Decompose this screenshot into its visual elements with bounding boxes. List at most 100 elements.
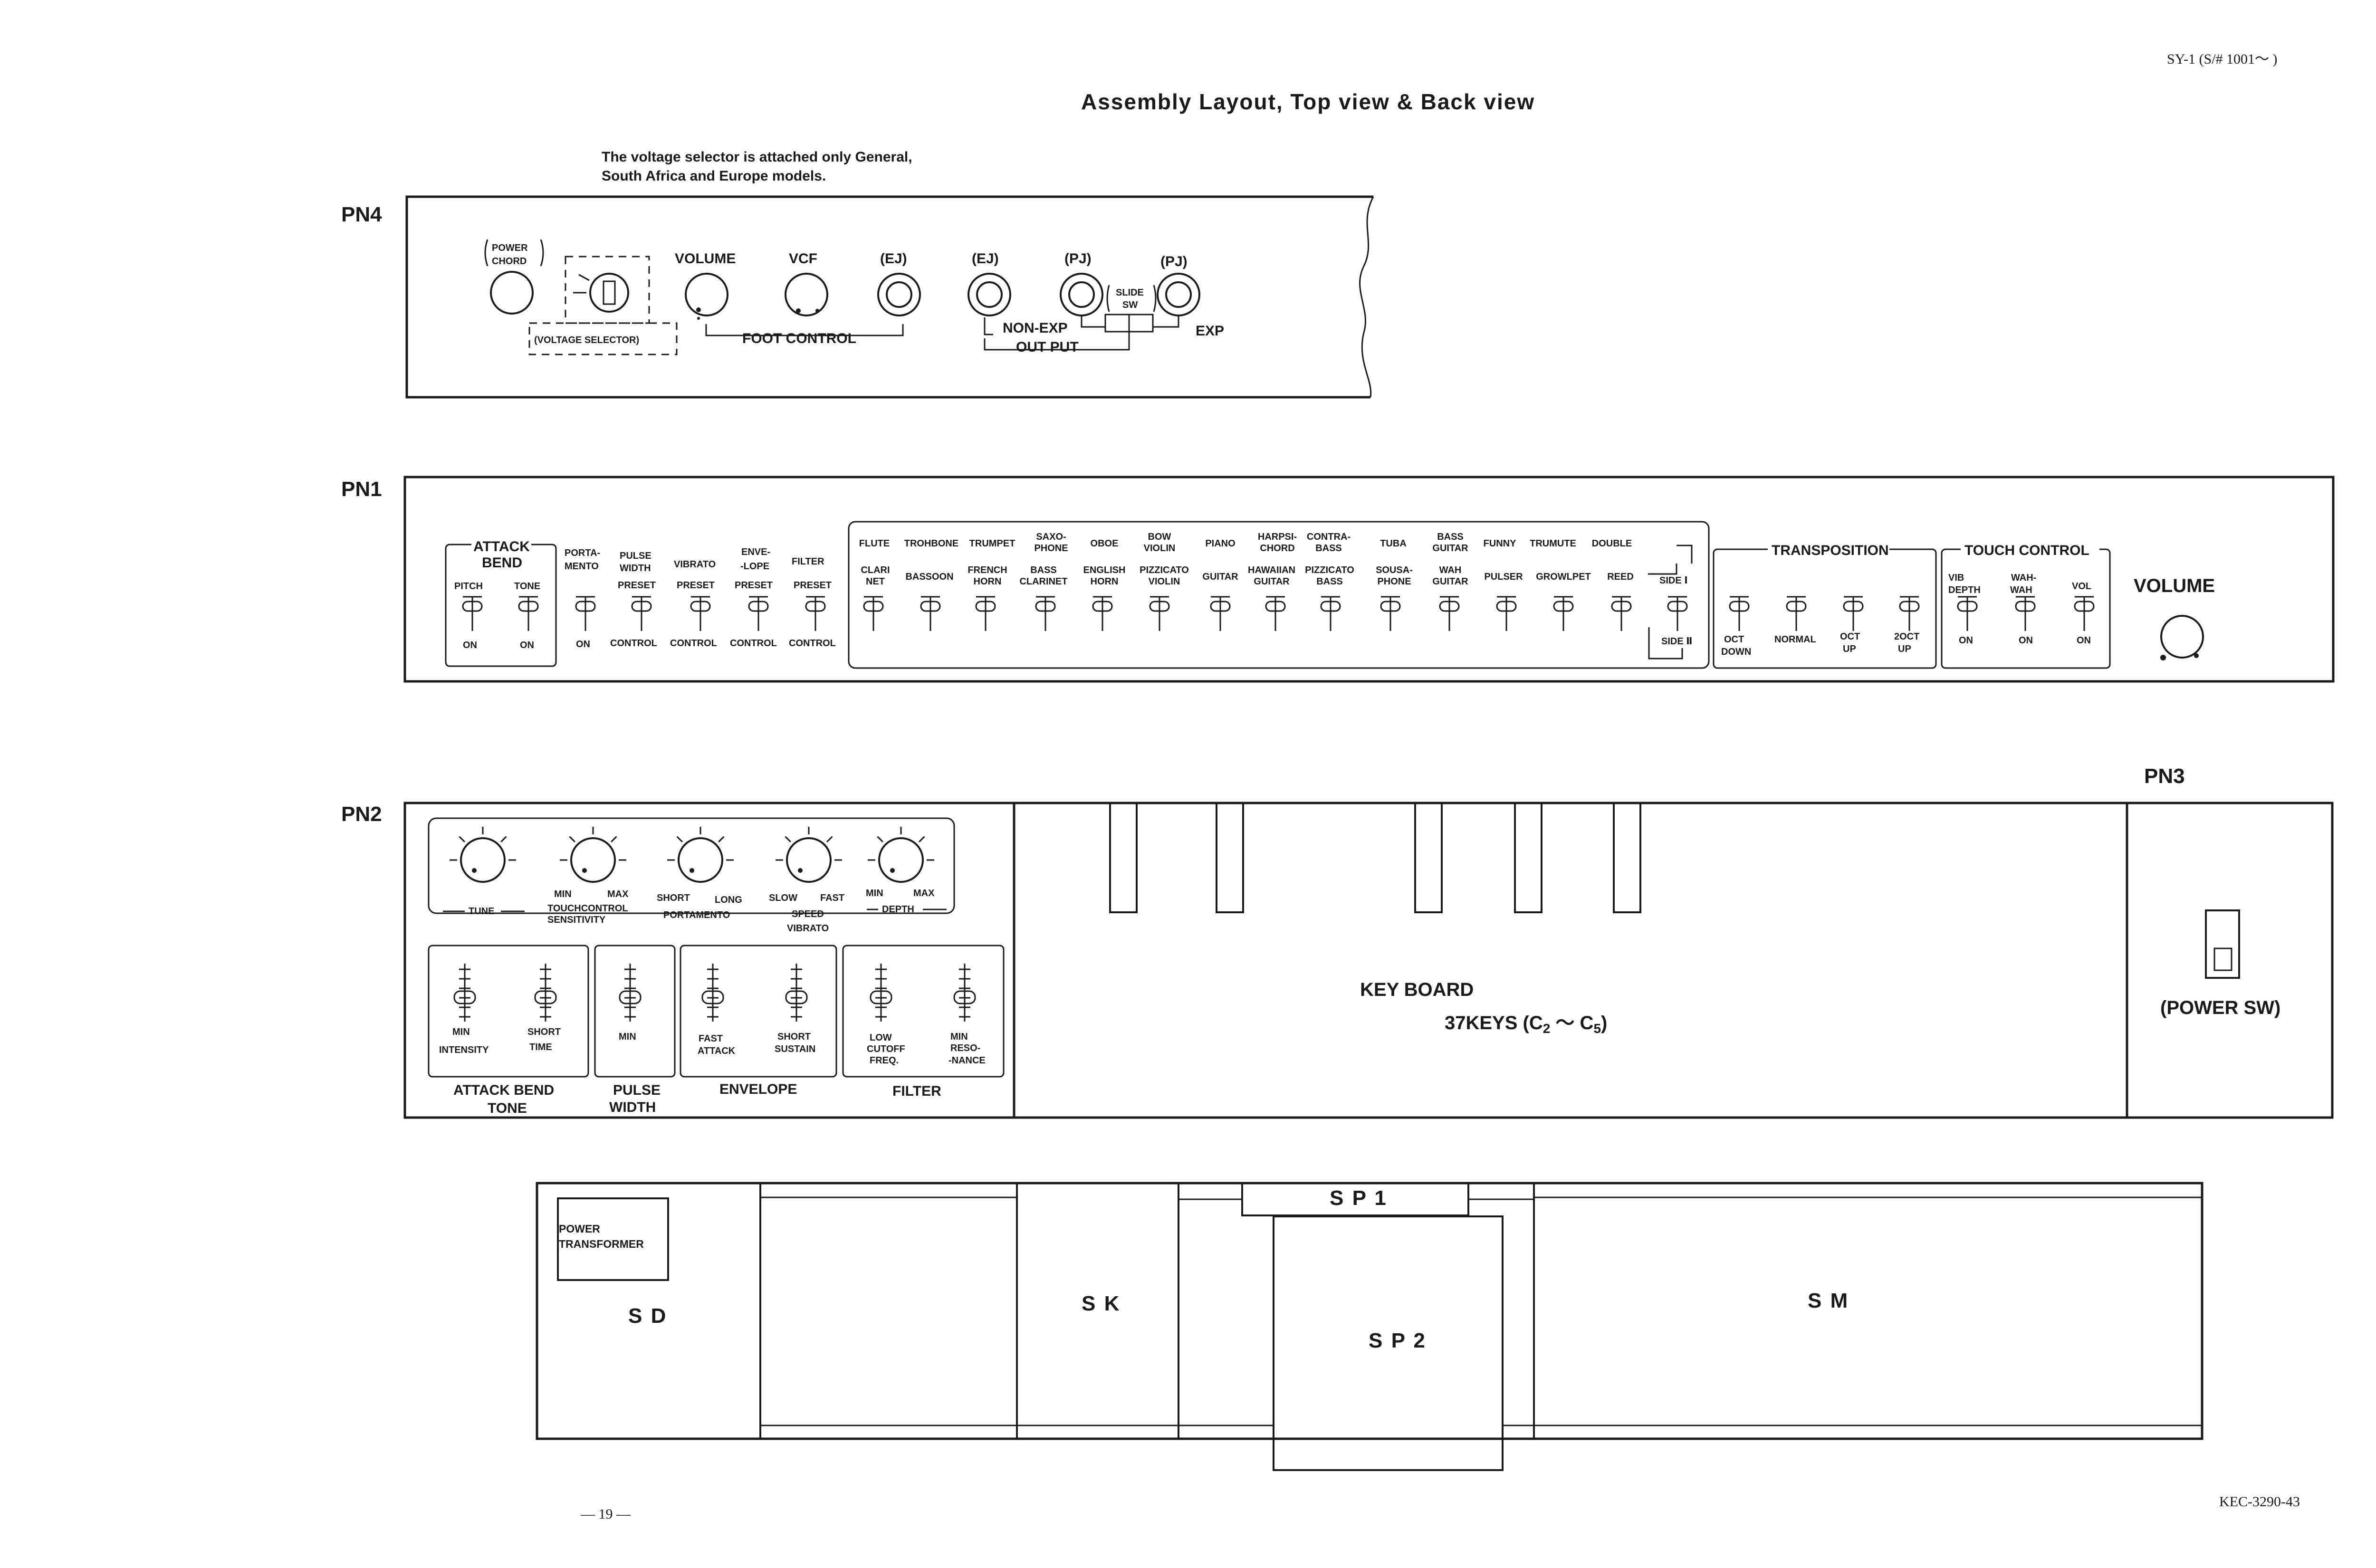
- voice-top-label-1: TROHBONE: [904, 538, 958, 549]
- pn2-slider-6[interactable]: [953, 964, 976, 1022]
- voice-bottom-label-9-line-2: PHONE: [1377, 576, 1411, 587]
- voice-top-label-10-line-1: BASS: [1437, 532, 1464, 542]
- toggle-switch-19[interactable]: [1553, 596, 1574, 631]
- width-bottom-label: WIDTH: [609, 1100, 656, 1115]
- toggle-switch-12[interactable]: [1149, 596, 1170, 631]
- pn2-slider-5[interactable]: [870, 964, 892, 1022]
- voice-bottom-label-5-line-1: PIZZICATO: [1140, 565, 1189, 575]
- touch-control-label: TOUCH CONTROL: [1964, 543, 2089, 558]
- vol-label: VOL: [2072, 581, 2091, 592]
- toggle-switch-9[interactable]: [975, 596, 996, 631]
- pn2-knob-0[interactable]: [450, 827, 516, 883]
- toggle-switch-24[interactable]: [1843, 596, 1864, 631]
- sp2-label: S P 2: [1369, 1329, 1427, 1352]
- voltage-selector-outline: [565, 256, 650, 324]
- voice-bottom-label-7-line-1: HAWAIIAN: [1248, 565, 1295, 575]
- voice-bottom-label-8-line-1: PIZZICATO: [1305, 565, 1354, 575]
- pn2-slider-2[interactable]: [619, 964, 642, 1022]
- toggle-switch-26[interactable]: [1957, 596, 1978, 631]
- voice-bottom-label-10-line-1: WAH: [1439, 565, 1462, 575]
- toggle-switch-18[interactable]: [1496, 596, 1517, 631]
- pn2-panel: PN2 PN3 TUNE MIN MAX TOUCHCONTROL SENSIT…: [341, 765, 2334, 1119]
- pn3-label: PN3: [2144, 765, 2185, 788]
- voice-bottom-label-10-line-2: GUITAR: [1432, 576, 1468, 587]
- toggle-switch-16[interactable]: [1380, 596, 1401, 631]
- toggle-switch-23[interactable]: [1786, 596, 1807, 631]
- toggle-switch-20[interactable]: [1611, 596, 1632, 631]
- voice-bottom-label-2-line-1: FRENCH: [968, 565, 1007, 575]
- voice-top-label-9: TUBA: [1380, 538, 1407, 549]
- attack-bend-label-2: BEND: [482, 555, 522, 571]
- toggle-switch-25[interactable]: [1899, 596, 1920, 631]
- toggle-switch-13[interactable]: [1210, 596, 1231, 631]
- envelope-label-1: ENVE-: [741, 547, 770, 557]
- ab-intensity-label: INTENSITY: [439, 1045, 489, 1055]
- ej-jack-1[interactable]: [877, 273, 921, 316]
- attack-bend-bottom-label: ATTACK BEND: [453, 1082, 554, 1098]
- filter-freq-label: FREQ.: [870, 1055, 899, 1066]
- black-key-1: [1216, 802, 1244, 913]
- foot-volume-knob[interactable]: [685, 273, 728, 316]
- toggle-switch-1[interactable]: [518, 596, 539, 631]
- toggle-switch-17[interactable]: [1439, 596, 1460, 631]
- power-transformer-label-1: POWER: [559, 1223, 600, 1235]
- toggle-switch-10[interactable]: [1035, 596, 1056, 631]
- pn2-knob-2[interactable]: [667, 827, 734, 883]
- toggle-switch-28[interactable]: [2074, 596, 2095, 631]
- toggle-switch-6[interactable]: [805, 596, 826, 631]
- toggle-switch-22[interactable]: [1729, 596, 1750, 631]
- pn2-knob-1[interactable]: [560, 827, 626, 883]
- env-short-label: SHORT: [777, 1032, 811, 1042]
- toggle-switch-3[interactable]: [631, 596, 652, 631]
- voice-top-label-3-line-1: SAXO-: [1036, 532, 1066, 542]
- env-attack-label: ATTACK: [698, 1046, 736, 1056]
- power-switch[interactable]: [2205, 909, 2240, 979]
- voice-top-label-5-line-2: VIOLIN: [1144, 543, 1176, 554]
- toggle-switch-8[interactable]: [920, 596, 941, 631]
- knob-group: [428, 817, 955, 914]
- depth-min-label: MIN: [866, 888, 883, 899]
- pn2-slider-1[interactable]: [534, 964, 557, 1022]
- power-chord-jack[interactable]: [490, 271, 534, 315]
- pj-jack-2[interactable]: [1157, 273, 1200, 316]
- toggle-switch-5[interactable]: [748, 596, 769, 631]
- keyboard-label: KEY BOARD: [1360, 979, 1474, 1000]
- pn2-slider-0[interactable]: [453, 964, 476, 1022]
- power-chord-label-2: CHORD: [492, 256, 527, 267]
- toggle-switch-11[interactable]: [1092, 596, 1113, 631]
- voice-bottom-label-7-line-2: GUITAR: [1254, 576, 1290, 587]
- voice-top-label-12: TRUMUTE: [1530, 538, 1576, 549]
- portamento-knob-label: PORTAMENTO: [663, 910, 730, 920]
- toggle-switch-27[interactable]: [2015, 596, 2036, 631]
- toggle-switch-15[interactable]: [1320, 596, 1341, 631]
- doc-code: KEC-3290-43: [2219, 1494, 2300, 1510]
- filter-label-1: FILTER: [792, 556, 824, 567]
- sp1-label: S P 1: [1330, 1186, 1388, 1210]
- side-2-label: SIDE Ⅱ: [1661, 636, 1692, 647]
- pn2-slider-3[interactable]: [701, 964, 724, 1022]
- toggle-switch-4[interactable]: [690, 596, 711, 631]
- filter-slider-group: [842, 945, 1005, 1078]
- pn2-slider-4[interactable]: [785, 964, 808, 1022]
- foot-vcf-knob[interactable]: [785, 273, 828, 316]
- toggle-switch-7[interactable]: [863, 596, 884, 631]
- toggle-switch-0[interactable]: [462, 596, 483, 631]
- master-volume-knob[interactable]: [2160, 615, 2204, 659]
- pn2-sliders: [453, 964, 976, 1022]
- ej-jack-2[interactable]: [968, 273, 1011, 316]
- voltage-note-line1: The voltage selector is attached only Ge…: [602, 149, 912, 165]
- toggle-switch-14[interactable]: [1265, 596, 1286, 631]
- voltage-selector-switch[interactable]: [589, 273, 629, 313]
- pn1-toggle-switches: [462, 596, 2095, 631]
- pn2-knob-3[interactable]: [776, 827, 842, 883]
- pj-label-1: (PJ): [1064, 251, 1092, 267]
- wah-wah-label-2: WAH: [2010, 585, 2032, 595]
- toggle-switch-21[interactable]: [1667, 596, 1688, 631]
- toggle-switch-2[interactable]: [575, 596, 596, 631]
- oct-up-label-1: OCT: [1840, 631, 1860, 642]
- vibrato-knob-label: VIBRATO: [787, 923, 829, 934]
- envelope-slider-group: [680, 945, 837, 1078]
- two-oct-up-label-2: UP: [1898, 644, 1911, 654]
- pj-jack-1[interactable]: [1060, 273, 1103, 316]
- pn2-knob-4[interactable]: [868, 827, 934, 883]
